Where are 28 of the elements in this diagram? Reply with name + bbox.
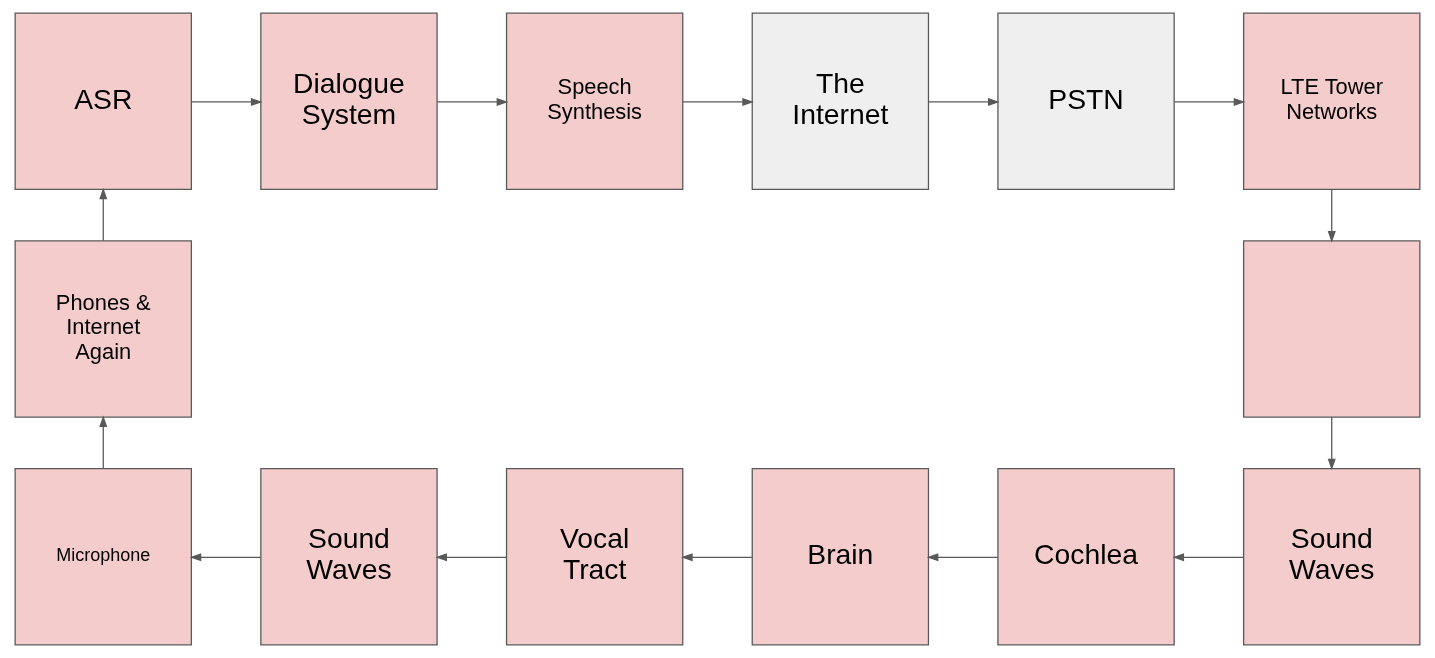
node-box: ASR (14, 12, 193, 191)
node-box: PSTN (997, 12, 1175, 191)
arrow (436, 97, 509, 106)
node-box: Brain (751, 467, 930, 646)
node-box: Phones & Internet Again (14, 240, 193, 418)
node-box: Microphone (14, 467, 193, 646)
node-box (1242, 240, 1421, 418)
node-box: LTE Tower Networks (1242, 12, 1421, 191)
arrow (681, 553, 753, 562)
node-box: Sound Waves (260, 467, 438, 646)
arrow (1172, 553, 1244, 562)
arrow (926, 553, 999, 562)
arrow (682, 97, 754, 106)
arrow (190, 97, 263, 106)
node-box: Vocal Tract (505, 467, 684, 646)
node-box: The Internet (751, 12, 930, 191)
arrow (99, 415, 108, 470)
arrow (1327, 189, 1336, 243)
node-box: Speech Synthesis (505, 12, 684, 191)
arrow (99, 187, 108, 242)
arrow (435, 553, 507, 562)
arrow (189, 553, 262, 562)
node-box: Dialogue System (260, 12, 438, 191)
node-box: Cochlea (997, 467, 1175, 646)
arrow (928, 97, 1000, 106)
arrow (1327, 416, 1336, 471)
node-box: Sound Waves (1242, 467, 1421, 646)
arrow (1173, 97, 1246, 106)
